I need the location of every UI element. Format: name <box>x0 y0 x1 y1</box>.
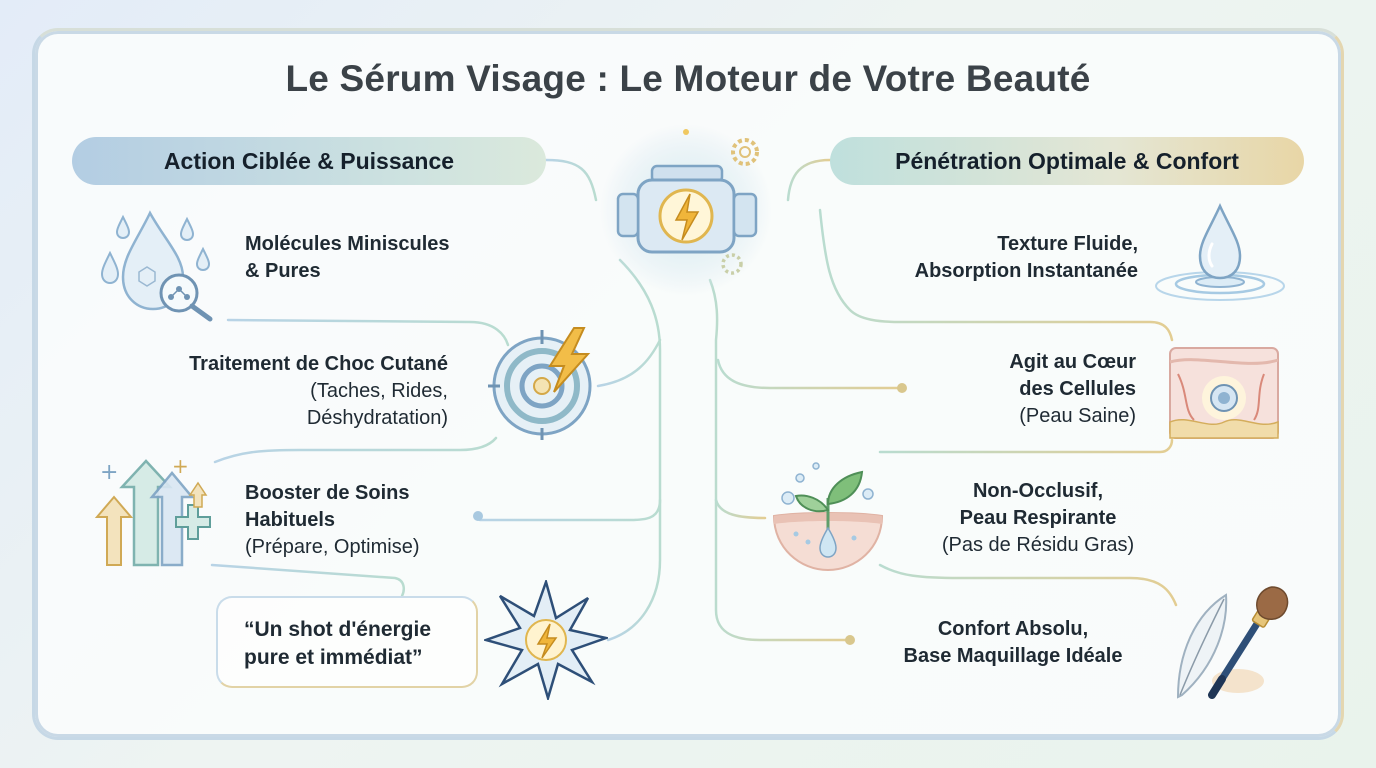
left-item-2-title: Traitement de Choc Cutané <box>189 353 448 375</box>
line-item2-bottom <box>213 436 498 464</box>
feather-brush-icon <box>1176 586 1289 699</box>
right-item-2-sub: (Peau Saine) <box>1019 405 1136 427</box>
energy-burst-icon <box>484 580 608 700</box>
left-item-1-line2: & Pures <box>245 260 321 282</box>
left-item-1: Molécules Miniscules & Pures <box>245 231 450 285</box>
line-burst <box>606 498 662 642</box>
left-item-3-line2: Habituels <box>245 509 336 531</box>
right-item-4-line2: Base Maquillage Idéale <box>903 645 1123 667</box>
left-section-header: Action Ciblée & Puissance <box>72 137 546 185</box>
target-lightning-icon <box>488 327 592 440</box>
quote-line2: pure et immédiat” <box>244 646 423 669</box>
left-item-2-sub1: (Taches, Rides, <box>310 380 448 402</box>
plant-sprout-skin-icon <box>772 462 884 572</box>
left-item-2-sub2: Déshydratation) <box>306 407 448 429</box>
line-right-header <box>786 158 832 202</box>
line-r-item3-bottom <box>878 563 1178 607</box>
skin-cell-icon <box>1169 347 1279 439</box>
svg-text:+: + <box>172 455 189 478</box>
right-item-2-line1: Agit au Cœur <box>1009 351 1136 373</box>
left-item-3-line1: Booster de Soins <box>245 482 410 504</box>
quote-box: “Un shot d'énergie pure et immédiat” <box>216 596 478 688</box>
water-drop-ripple-icon <box>1155 202 1285 301</box>
line-item3-bottom <box>210 563 405 598</box>
right-item-2-line2: des Cellules <box>1019 378 1136 400</box>
left-item-3-sub: (Prépare, Optimise) <box>245 536 420 558</box>
line-item1 <box>226 318 510 347</box>
page-title: Le Sérum Visage : Le Moteur de Votre Bea… <box>285 58 1091 99</box>
line-right-trunk <box>708 278 852 642</box>
left-item-2: Traitement de Choc Cutané (Taches, Rides… <box>100 351 448 432</box>
dot-r-item4 <box>845 635 855 645</box>
dot-r-item2 <box>897 383 907 393</box>
quote-text: “Un shot d'énergie pure et immédiat” <box>244 616 431 672</box>
left-item-1-line1: Molécules Miniscules <box>245 233 450 255</box>
dot-left-booster <box>473 511 483 521</box>
right-item-3-line2: Peau Respirante <box>959 507 1117 529</box>
line-left-header <box>544 158 598 202</box>
arrows-up-plus-icon: + + <box>94 455 211 567</box>
line-r-item2 <box>716 358 902 390</box>
line-r-item3 <box>714 498 767 520</box>
engine-lightning-icon <box>600 124 772 296</box>
line-item2-target <box>596 338 662 388</box>
quote-line1: “Un shot d'énergie <box>244 618 432 641</box>
right-section-header: Pénétration Optimale & Confort <box>830 137 1304 185</box>
right-item-3-line1: Non-Occlusif, <box>972 480 1103 502</box>
line-left-trunk <box>478 258 662 522</box>
right-item-2: Agit au Cœur des Cellules (Peau Saine) <box>900 349 1136 430</box>
right-item-1-line2: Absorption Instantanée <box>914 260 1138 282</box>
left-item-3: Booster de Soins Habituels (Prépare, Opt… <box>245 480 420 561</box>
line-r-item2-bottom <box>878 438 1174 454</box>
water-drops-molecule-icon <box>100 210 213 322</box>
right-item-3-sub: (Pas de Résidu Gras) <box>941 534 1135 556</box>
right-item-3: Non-Occlusif, Peau Respirante (Pas de Ré… <box>908 478 1168 559</box>
line-r-item1 <box>818 208 1174 342</box>
right-item-1-line1: Texture Fluide, <box>997 233 1138 255</box>
right-item-1: Texture Fluide, Absorption Instantanée <box>830 231 1138 285</box>
right-item-4-line1: Confort Absolu, <box>937 618 1089 640</box>
right-item-4: Confort Absolu, Base Maquillage Idéale <box>868 616 1158 670</box>
svg-text:+: + <box>100 460 118 485</box>
